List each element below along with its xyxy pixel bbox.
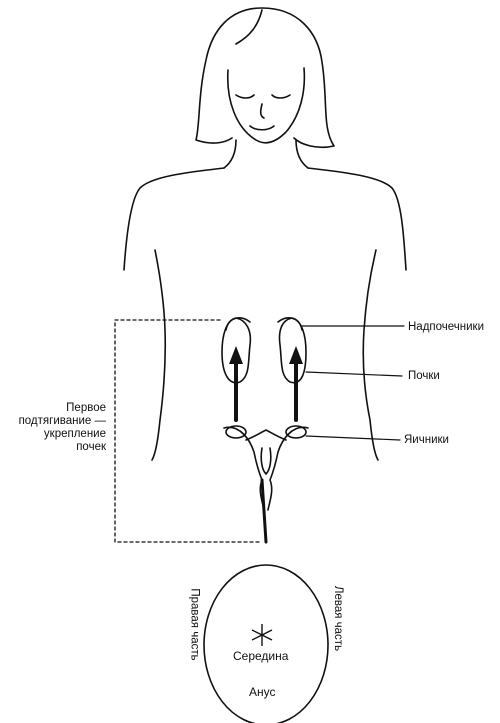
neck-right	[295, 139, 309, 169]
torso-right	[307, 167, 407, 461]
kidney-left	[221, 317, 252, 384]
torso-left	[123, 167, 225, 461]
ovary-right	[285, 425, 307, 439]
label-middle: Середина	[233, 649, 289, 663]
leader-ovaries	[305, 435, 401, 441]
kidney-right	[278, 317, 307, 384]
asterisk-icon	[251, 624, 273, 646]
left-eye	[235, 94, 255, 99]
nose	[259, 103, 265, 119]
bracket-dashed	[114, 319, 263, 543]
label-kidneys: Почки	[408, 370, 440, 382]
arrow-left-head	[229, 346, 243, 364]
label-adrenals: Надпочечники	[408, 321, 485, 333]
leader-kidneys	[305, 371, 403, 377]
hair-outline	[195, 7, 335, 149]
mouth	[249, 125, 275, 131]
adrenal-left	[225, 317, 251, 331]
neck-left	[223, 139, 237, 169]
label-anus: Анус	[249, 685, 276, 699]
perineum-oval	[203, 564, 329, 723]
label-first-pull: Первое подтягивание — укрепление почек	[18, 402, 106, 453]
uterus-inner	[260, 447, 272, 475]
uterus-outline	[223, 426, 309, 511]
adrenal-right	[277, 317, 303, 331]
label-right-side: Правая часть	[188, 588, 201, 661]
right-eye	[271, 94, 291, 99]
vaginal-canal	[260, 478, 268, 544]
arrow-right-head	[289, 346, 303, 364]
label-ovaries: Яичники	[404, 434, 449, 446]
hair-part	[235, 9, 263, 45]
face-outline	[226, 67, 306, 144]
ovary-left	[225, 425, 247, 439]
label-left-side: Левая часть	[332, 585, 345, 652]
